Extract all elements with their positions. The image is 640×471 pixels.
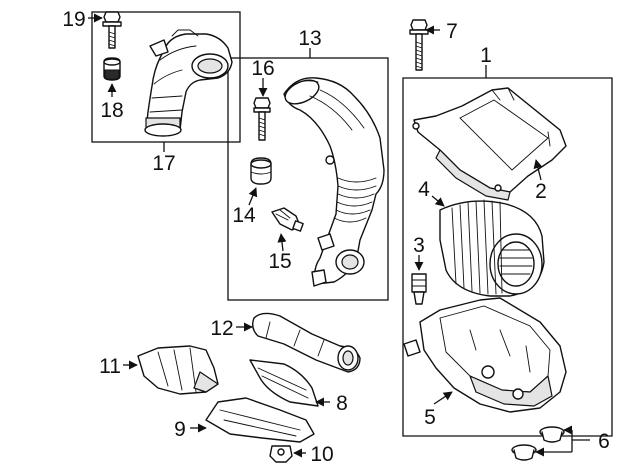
bellows-section <box>333 177 377 223</box>
callout-16: 16 <box>251 57 274 80</box>
callout-14: 14 <box>232 204 256 227</box>
callout-1: 1 <box>480 44 492 67</box>
callout-3: 3 <box>413 234 425 257</box>
group-frame-air-cleaner <box>402 77 613 437</box>
group-frame-outlet-duct <box>227 57 389 301</box>
callout-12: 12 <box>210 317 233 340</box>
grommets-6 <box>511 426 565 461</box>
bolt-16 <box>253 97 271 141</box>
resonator-11 <box>137 345 219 395</box>
leader-lines <box>88 13 590 458</box>
air-cleaner-cover-2 <box>412 87 567 201</box>
hose-12 <box>251 312 361 373</box>
callout-8: 8 <box>336 392 348 415</box>
callout-13: 13 <box>298 27 321 50</box>
air-cleaner-housing-5 <box>403 297 567 413</box>
sensor-15 <box>271 207 304 232</box>
callout-labels: 1 2 3 4 5 6 7 8 9 10 11 12 13 14 15 16 1… <box>62 8 610 466</box>
shield-8 <box>249 359 319 407</box>
callout-10: 10 <box>310 443 333 466</box>
sensor-3 <box>411 273 427 305</box>
group-frame-intake-tube <box>91 11 241 143</box>
callout-4: 4 <box>418 178 430 201</box>
bolt-7 <box>409 19 429 71</box>
outlet-duct-13 <box>283 77 385 287</box>
grommet-14 <box>250 157 272 185</box>
callout-9: 9 <box>174 418 186 441</box>
intake-tube-17 <box>144 29 233 137</box>
callout-6: 6 <box>598 430 610 453</box>
grommet-18 <box>103 57 121 81</box>
callout-2: 2 <box>535 180 547 203</box>
callout-18: 18 <box>100 99 123 122</box>
callout-19: 19 <box>62 8 85 31</box>
duct-9 <box>205 397 315 443</box>
bolt-19 <box>102 11 122 49</box>
clip-10 <box>269 445 293 463</box>
callout-11: 11 <box>99 355 121 378</box>
callout-15: 15 <box>268 250 291 273</box>
air-filter-4 <box>439 199 545 297</box>
callout-5: 5 <box>424 406 436 429</box>
callout-7: 7 <box>446 20 458 43</box>
callout-17: 17 <box>152 152 175 175</box>
